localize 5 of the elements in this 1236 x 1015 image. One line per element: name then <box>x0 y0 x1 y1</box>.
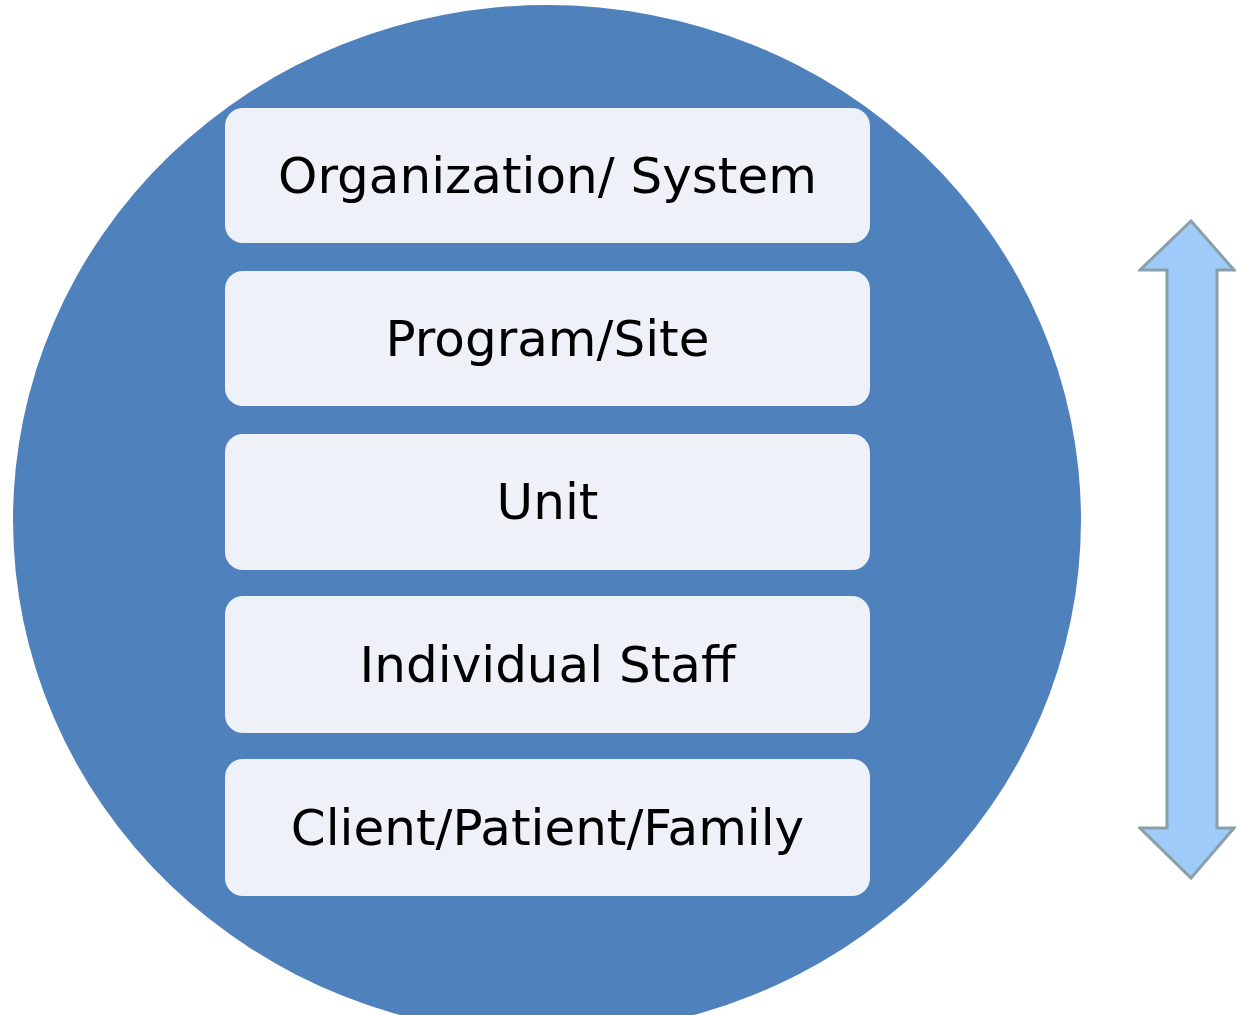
level-box: Individual Staff <box>225 596 870 733</box>
level-box: Client/Patient/Family <box>225 759 870 896</box>
level-box: Organization/ System <box>225 108 870 243</box>
level-box: Unit <box>225 434 870 570</box>
level-box: Program/Site <box>225 271 870 406</box>
